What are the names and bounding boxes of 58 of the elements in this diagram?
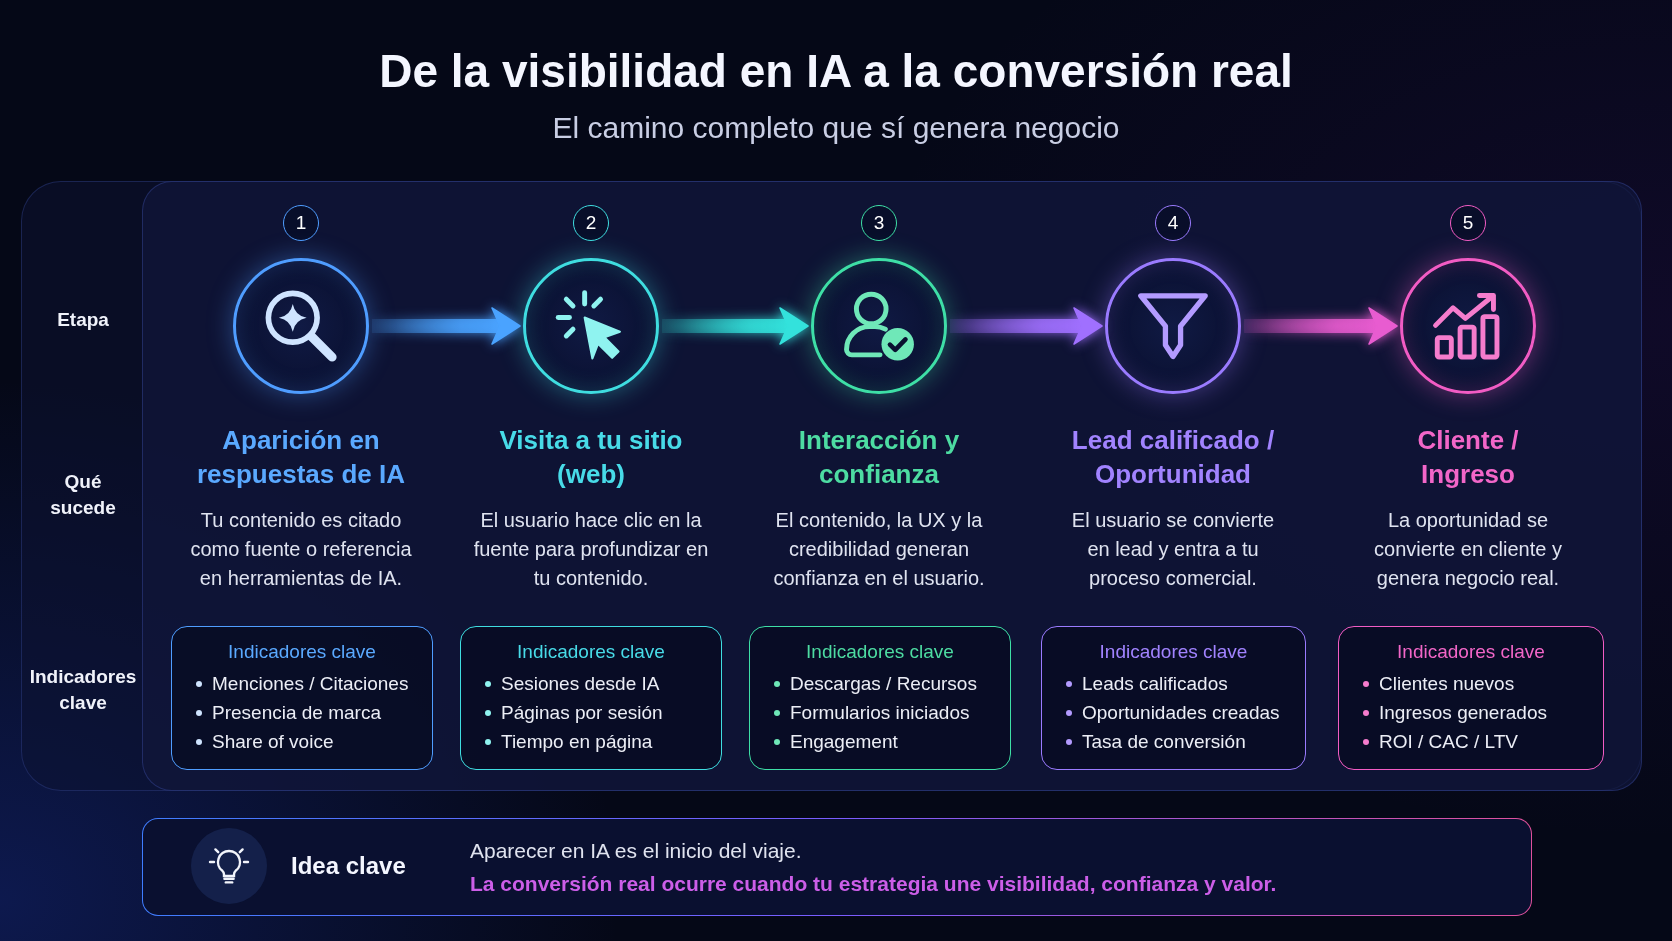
- card-title: Indicadores clave: [517, 640, 665, 664]
- row-label: Indicadores clave: [28, 665, 138, 715]
- step-number: 1: [283, 205, 319, 241]
- indicator-item: Share of voice: [212, 730, 334, 753]
- indicator-item: Ingresos generados: [1379, 701, 1547, 724]
- key-idea-panel: [142, 818, 1532, 916]
- stage-description: El usuario hace clic en la fuente para profundizar en tu contenido.: [472, 508, 710, 591]
- indicator-item: Clientes nuevos: [1379, 672, 1515, 695]
- stage-circle: [811, 258, 947, 394]
- step-number: 3: [861, 205, 897, 241]
- card-title: Indicadores clave: [806, 640, 954, 664]
- stage-description: El usuario se convierte en lead y entra a tu proceso comercial.: [1070, 508, 1276, 591]
- stage-heading: Aparición en respuestas de IA: [195, 424, 407, 491]
- step-number: 5: [1450, 205, 1486, 241]
- indicator-card: [1338, 626, 1604, 770]
- indicator-item: Formularios iniciados: [790, 701, 970, 724]
- stage-heading: Lead calificado / Oportunidad: [1070, 424, 1276, 491]
- arrow: [662, 307, 809, 345]
- row-label: Etapa: [56, 308, 110, 332]
- stage-heading: Interacción y confianza: [797, 424, 961, 491]
- stage-heading: Cliente / Ingreso: [1416, 424, 1520, 491]
- arrow: [372, 307, 521, 345]
- indicator-item: Tiempo en página: [501, 730, 653, 753]
- card-title: Indicadores clave: [228, 640, 376, 664]
- indicator-item: Leads calificados: [1082, 672, 1228, 695]
- indicator-item: Engagement: [790, 730, 898, 753]
- key-idea-highlight: La conversión real ocurre cuando tu estrategia une visibilidad, confianza y valor.: [470, 871, 1277, 897]
- subtitle: El camino completo que sí genera negocio: [552, 110, 1120, 146]
- indicator-item: Descargas / Recursos: [790, 672, 977, 695]
- indicator-item: Páginas por sesión: [501, 701, 663, 724]
- card-title: Indicadores clave: [1099, 640, 1248, 664]
- key-idea-heading: Idea clave: [291, 851, 406, 881]
- stage-description: Tu contenido es citado como fuente o referencia en herramientas de IA.: [189, 508, 413, 591]
- indicator-item: Menciones / Citaciones: [212, 672, 409, 695]
- arrow: [1244, 307, 1398, 345]
- arrow: [950, 307, 1103, 345]
- indicator-item: Oportunidades creadas: [1082, 701, 1280, 724]
- step-number: 2: [573, 205, 609, 241]
- stage-circle: [233, 258, 369, 394]
- indicator-item: ROI / CAC / LTV: [1379, 730, 1518, 753]
- stage-circle: [1400, 258, 1536, 394]
- indicator-item: Presencia de marca: [212, 701, 381, 724]
- indicator-card: [1041, 626, 1306, 770]
- stage-circle: [1105, 258, 1241, 394]
- indicator-item: Tasa de conversión: [1082, 730, 1246, 753]
- stage-description: El contenido, la UX y la credibilidad generan confianza en el usuario.: [772, 508, 986, 591]
- stage-description: La oportunidad se convierte en cliente y genera negocio real.: [1373, 508, 1563, 591]
- indicator-card: [749, 626, 1011, 770]
- key-idea-text: Aparecer en IA es el inicio del viaje.: [470, 838, 802, 864]
- stage-heading: Visita a tu sitio (web): [498, 424, 684, 491]
- stage-circle: [523, 258, 659, 394]
- row-label: Qué sucede: [49, 470, 117, 520]
- indicator-item: Sesiones desde IA: [501, 672, 660, 695]
- indicator-card: [171, 626, 433, 770]
- step-number: 4: [1155, 205, 1191, 241]
- card-title: Indicadores clave: [1397, 640, 1545, 664]
- indicator-card: [460, 626, 722, 770]
- title: De la visibilidad en IA a la conversión real: [379, 44, 1293, 98]
